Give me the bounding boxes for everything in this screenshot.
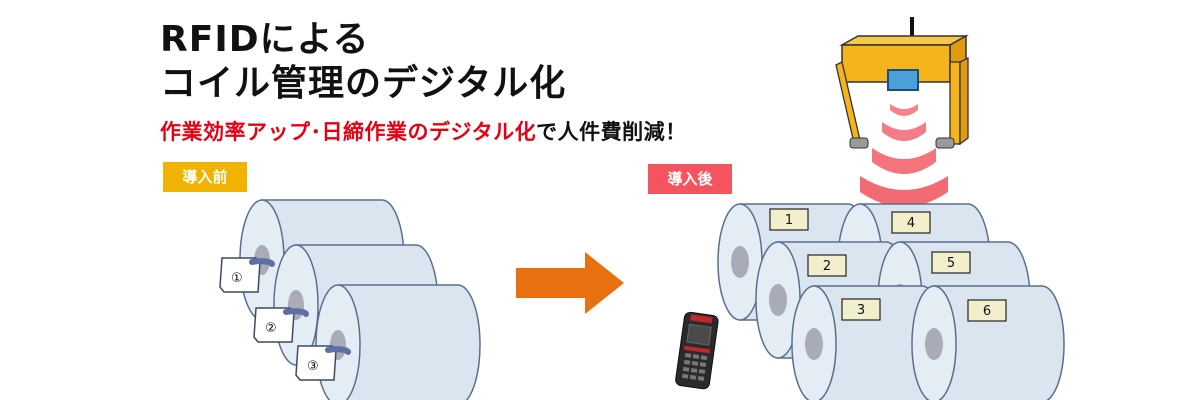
rfid-wave-icon	[860, 104, 948, 207]
paper-tag-1: ①	[219, 257, 275, 293]
handheld-rfid-scanner-icon	[675, 311, 719, 390]
subtitle-red-part: 作業効率アップ･日締作業のデジタル化	[160, 120, 537, 144]
rfid-label-1: 1	[769, 208, 809, 231]
rfid-label-6: 6	[967, 299, 1007, 322]
paper-tag-label-3: ③	[307, 359, 319, 374]
paper-tag-label-2: ②	[265, 321, 277, 336]
rfid-label-text-3: 3	[857, 303, 865, 318]
rfid-label-text-5: 5	[947, 256, 955, 271]
paper-tag-2: ②	[253, 307, 309, 343]
rfid-label-text-4: 4	[907, 216, 915, 231]
subtitle: 作業効率アップ･日締作業のデジタル化で人件費削減！	[160, 116, 687, 146]
paper-tag-label-1: ①	[231, 271, 243, 286]
rfid-label-5: 5	[931, 251, 971, 274]
rfid-gate-reader-icon	[835, 17, 969, 149]
before-badge: 導入前	[163, 162, 247, 192]
after-coil-group	[717, 203, 1065, 400]
title-line-1: RFIDによる	[160, 19, 370, 60]
after-badge: 導入後	[648, 164, 732, 194]
title-line-2: コイル管理のデジタル化	[160, 63, 567, 104]
rfid-label-text-2: 2	[823, 259, 831, 274]
subtitle-black-part: で人件費削減！	[536, 120, 687, 144]
before-coil-3	[315, 284, 481, 400]
rfid-label-2: 2	[807, 254, 847, 277]
before-coil-group	[239, 199, 481, 400]
rfid-label-text-6: 6	[983, 304, 991, 319]
rfid-label-4: 4	[891, 211, 931, 234]
paper-tag-3: ③	[295, 345, 351, 381]
right-arrow-icon	[516, 252, 624, 314]
rfid-label-text-1: 1	[785, 213, 793, 228]
rfid-label-3: 3	[841, 298, 881, 321]
